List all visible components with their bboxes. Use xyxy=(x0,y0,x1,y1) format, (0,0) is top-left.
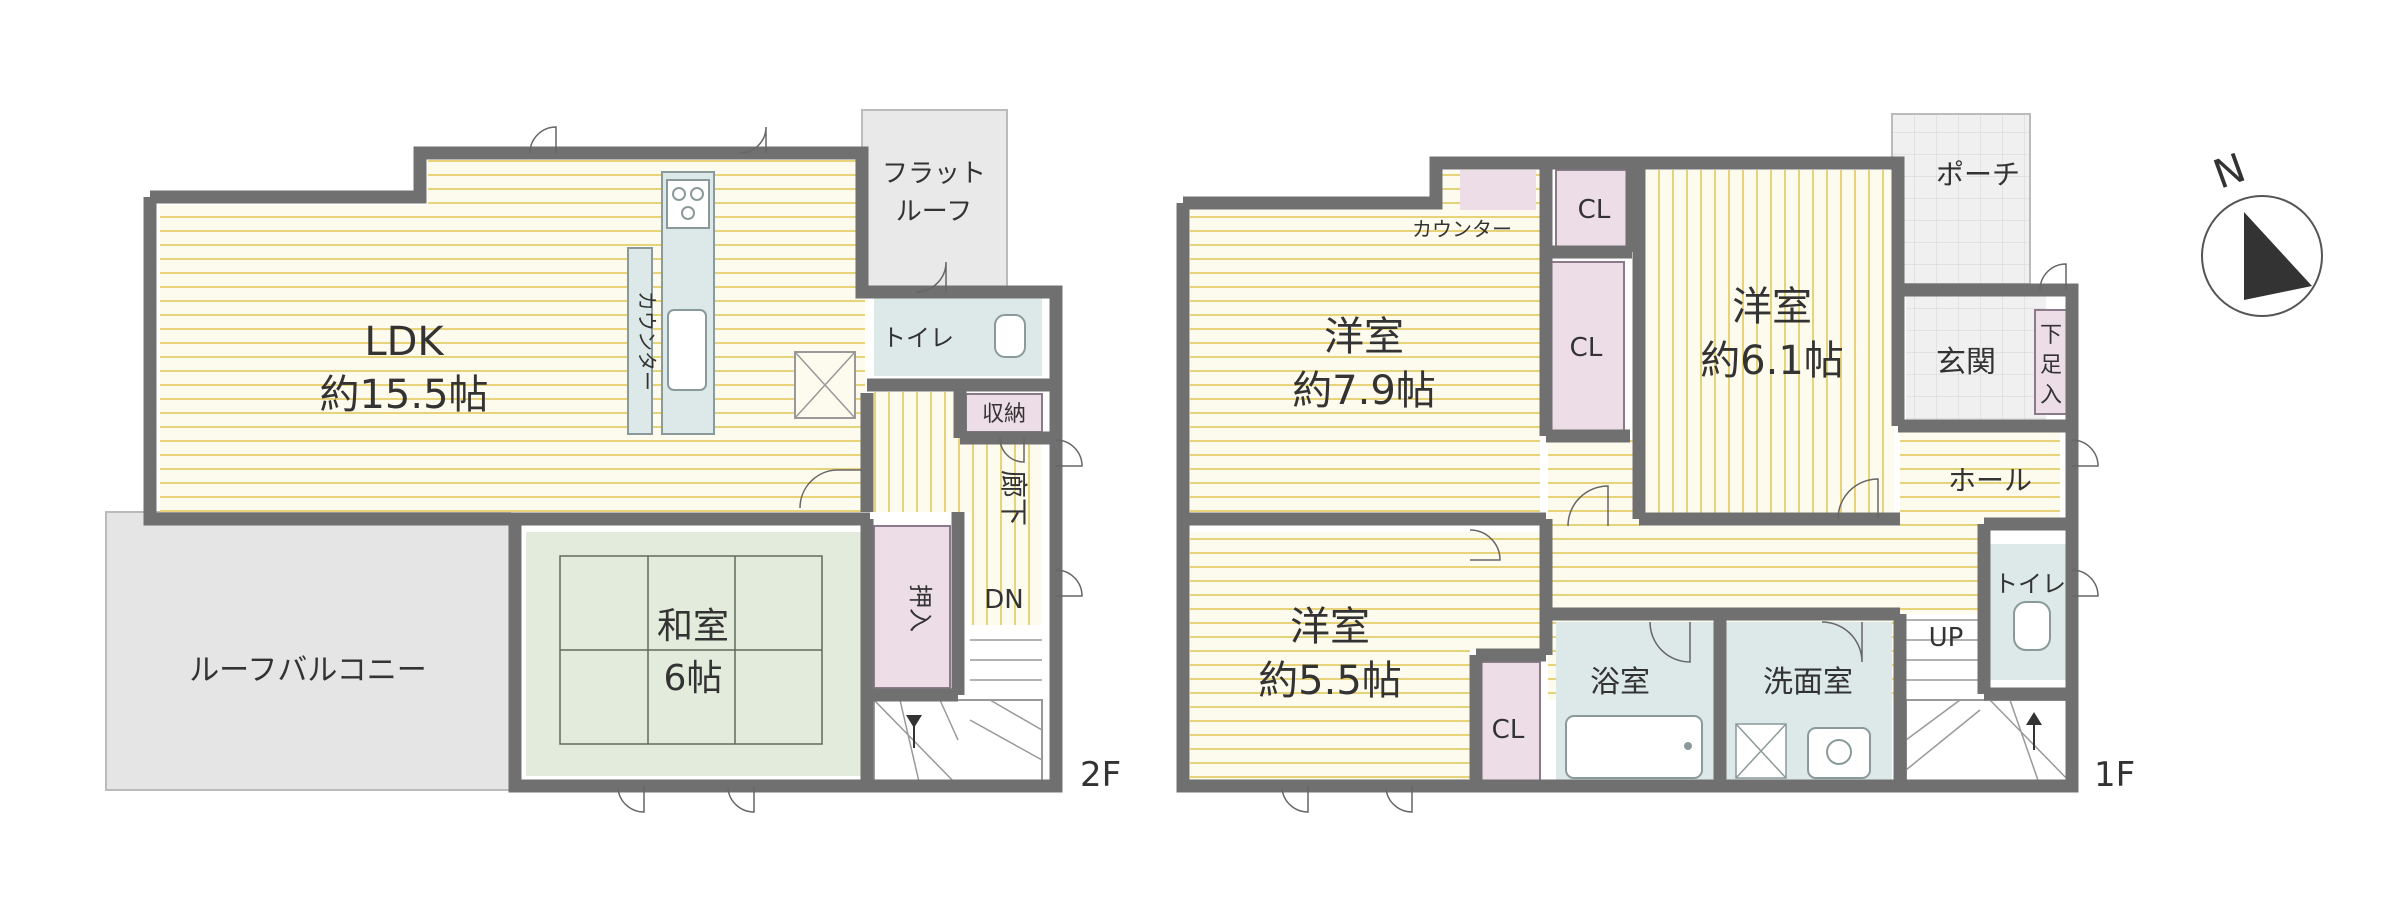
porch-label: ポーチ xyxy=(1936,158,2020,191)
down-label: DN xyxy=(984,585,1023,615)
room-c-floor xyxy=(1190,532,1540,786)
cl-low-label: CL xyxy=(1492,715,1525,745)
room-c-label: 洋室 xyxy=(1290,604,1370,650)
toilet-label-2f: トイレ xyxy=(882,324,954,352)
stairs-2f xyxy=(873,699,1043,787)
flat-roof-label-2: ルーフ xyxy=(896,197,972,227)
floor-label-1f: 1F xyxy=(2094,755,2135,795)
up-label: UP xyxy=(1929,623,1964,653)
hallway-label-2f: 廊下 xyxy=(997,470,1030,526)
genkan-floor xyxy=(1906,296,2046,420)
washroom-label: 洗面室 xyxy=(1763,665,1853,700)
roof-balcony-label: ルーフバルコニー xyxy=(189,653,427,688)
washitsu-label: 和室 xyxy=(657,606,729,647)
washitsu-size-label: 6帖 xyxy=(664,658,723,699)
stairs-1f xyxy=(1905,699,2075,787)
room-b-label: 洋室 xyxy=(1732,284,1812,330)
tatami-grid xyxy=(559,555,823,745)
room-a-floor xyxy=(1190,170,1540,512)
room-b-size-label: 約6.1帖 xyxy=(1700,338,1844,384)
counter-label-2f: カウンター xyxy=(635,291,659,391)
flat-roof-label-1: フラット xyxy=(882,159,986,189)
counter-label-1f: カウンター xyxy=(1412,217,1512,241)
cl-low xyxy=(1479,661,1541,787)
compass-arrow-icon xyxy=(2244,212,2312,300)
hall-label-1f: ホール xyxy=(1948,464,2032,497)
genkan-label: 玄関 xyxy=(1936,345,1996,380)
ldk-label: LDK xyxy=(364,319,445,365)
hallway-2f-floor xyxy=(874,392,1042,625)
ldk-floor xyxy=(160,160,865,512)
oshiire xyxy=(873,525,951,689)
walls-2f xyxy=(143,146,1063,793)
washitsu-floor xyxy=(526,532,861,776)
room-b-floor xyxy=(1646,170,1894,514)
room-a-label: 洋室 xyxy=(1324,314,1404,360)
room-a-size-label: 約7.9帖 xyxy=(1292,368,1436,414)
ldk-size-label: 約15.5帖 xyxy=(319,372,488,418)
shoe-label-1: 下 xyxy=(2040,323,2062,348)
floor-label-2f: 2F xyxy=(1080,755,1121,795)
storage-label-2f: 収納 xyxy=(982,402,1026,427)
flat-roof-area xyxy=(861,109,1008,289)
cl-top-label: CL xyxy=(1578,195,1611,225)
roof-balcony-area xyxy=(105,511,511,791)
compass-north-label: N xyxy=(2208,145,2252,198)
room-c-size-label: 約5.5帖 xyxy=(1258,658,1402,704)
cl-mid xyxy=(1547,261,1625,433)
shoe-label-3: 入 xyxy=(2040,383,2062,408)
floor-1f: カウンター 洋室 約7.9帖 CL CL 洋室 約6.1帖 ポーチ 玄関 下 足… xyxy=(1176,113,2135,813)
cl-top xyxy=(1555,169,1633,249)
floor-2f: LDK 約15.5帖 カウンター フラット ルーフ トイレ 収納 廊下 DN 押… xyxy=(105,109,1121,813)
toilet-label-1f: トイレ xyxy=(1994,570,2066,598)
porch-area xyxy=(1891,113,2031,285)
doors-2f xyxy=(529,126,1083,813)
doors-1f xyxy=(1281,263,2099,813)
counter-bar xyxy=(627,247,653,435)
counter-1f xyxy=(1460,170,1536,210)
cl-mid-label: CL xyxy=(1570,333,1603,363)
bath-label: 浴室 xyxy=(1590,665,1650,700)
oshiire-label: 押入 xyxy=(906,584,934,632)
walls-1f xyxy=(1176,156,2079,793)
shoe-label-2: 足 xyxy=(2040,353,2062,378)
compass: N xyxy=(2201,145,2323,317)
